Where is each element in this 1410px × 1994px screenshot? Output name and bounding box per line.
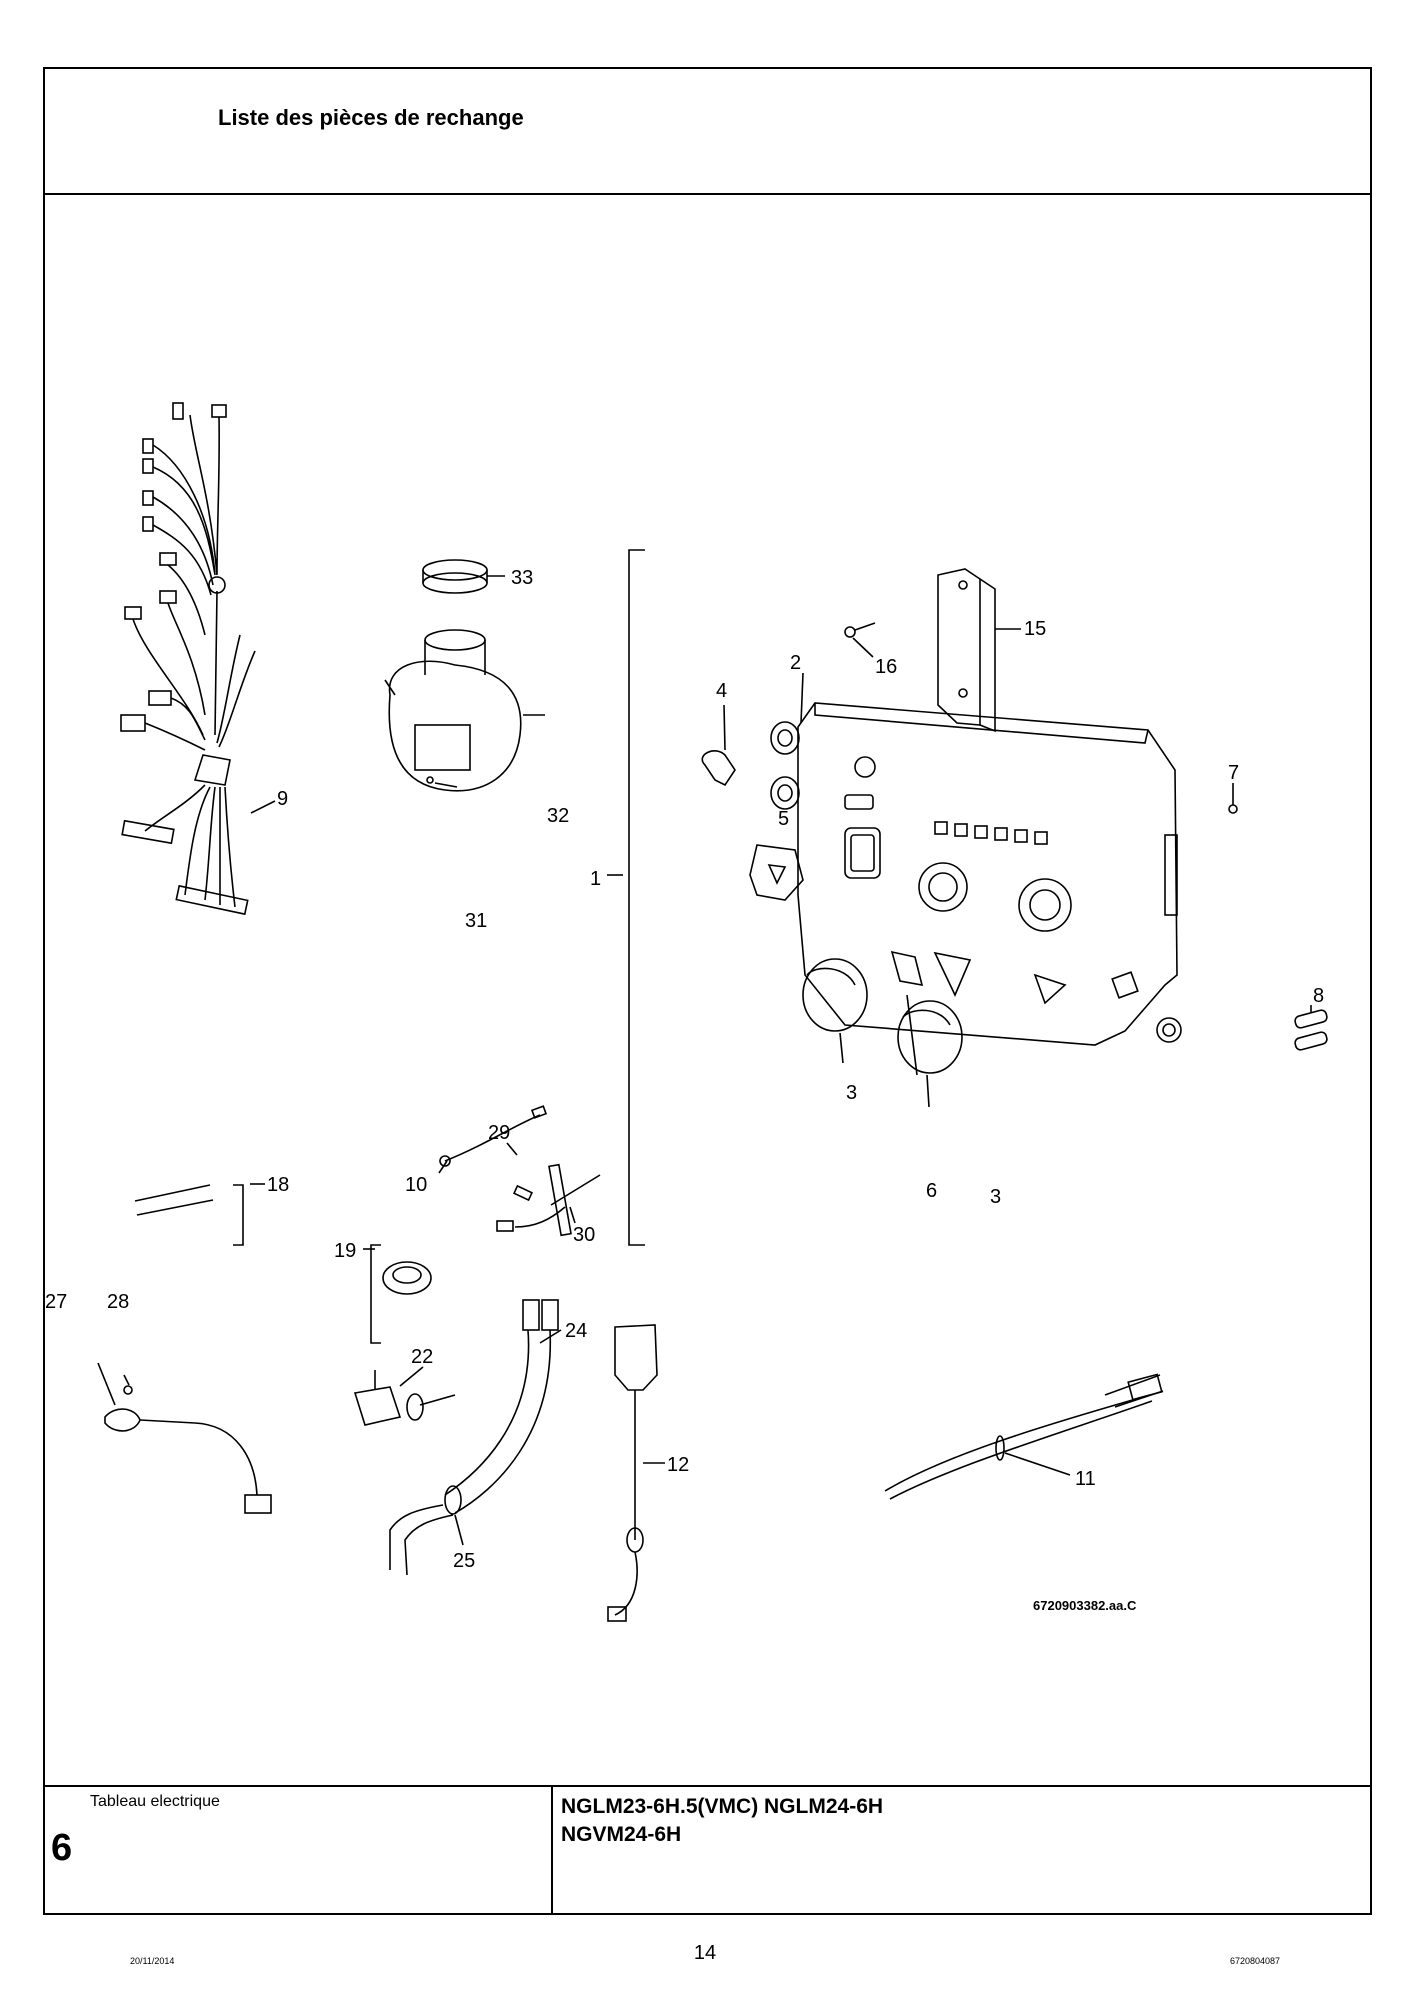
exploded-parts-drawing: 1 2 3 3 4 5 6 7 8 9 10 11 12 15 16 18 19… — [45, 195, 1370, 1785]
callout-label: 3 — [846, 1082, 857, 1104]
callout-label: 16 — [875, 656, 897, 678]
section-number: 6 — [51, 1827, 73, 1869]
wiring-harness — [120, 402, 276, 916]
callout-label: 9 — [277, 788, 288, 810]
callout-label: 30 — [573, 1224, 595, 1246]
section-name: Tableau electrique — [90, 1793, 220, 1810]
header: Liste des pièces de rechange — [45, 69, 1370, 195]
callout-label: 28 — [107, 1291, 129, 1313]
mounting-bracket — [844, 568, 1021, 733]
small-parts — [701, 672, 1328, 1051]
callout-label: 5 — [778, 808, 789, 830]
knobs — [802, 950, 963, 1074]
callout-label: 31 — [465, 910, 487, 932]
callout-label: 24 — [565, 1320, 587, 1342]
cables-and-sensors — [134, 1105, 601, 1344]
models-line-1: NGLM23-6H.5(VMC) NGLM24-6H — [561, 1795, 884, 1818]
callout-label: 18 — [267, 1174, 289, 1196]
section-cell: Tableau electrique 6 — [45, 1787, 553, 1913]
callout-labels: 1 2 3 3 4 5 6 7 8 9 10 11 12 15 16 18 19… — [45, 567, 1324, 1613]
control-unit — [797, 702, 1182, 1046]
callout-label: 3 — [990, 1186, 1001, 1208]
callout-label: 22 — [411, 1346, 433, 1368]
callout-label: 10 — [405, 1174, 427, 1196]
callout-label: 32 — [547, 805, 569, 827]
footer: Tableau electrique 6 NGLM23-6H.5(VMC) NG… — [45, 1785, 1370, 1913]
page-frame: Liste des pièces de rechange — [43, 67, 1372, 1915]
callout-label: 1 — [590, 868, 601, 890]
models-line-2: NGVM24-6H — [561, 1823, 682, 1846]
model-list: NGLM23-6H.5(VMC) NGLM24-6H NGVM24-6H — [561, 1793, 883, 1849]
callout-label: 29 — [488, 1122, 510, 1144]
callout-label: 11 — [1075, 1468, 1096, 1490]
lower-parts — [104, 1299, 1164, 1622]
callout-label: 6 — [926, 1180, 937, 1202]
callout-label: 33 — [511, 567, 533, 589]
drawing-canvas: 1 2 3 3 4 5 6 7 8 9 10 11 12 15 16 18 19… — [45, 402, 1328, 1622]
assembly-bracket — [628, 549, 645, 1246]
callout-label: 19 — [334, 1240, 356, 1262]
leader-lines — [97, 994, 1312, 1546]
callout-label: 15 — [1024, 618, 1046, 640]
callout-label: 12 — [667, 1454, 689, 1476]
callout-label: 4 — [716, 680, 727, 702]
print-date: 20/11/2014 — [130, 1956, 175, 1966]
callout-label: 2 — [790, 652, 801, 674]
callout-label: 8 — [1313, 985, 1324, 1007]
document-number: 6720804087 — [1230, 1956, 1281, 1966]
callout-label: 25 — [453, 1550, 475, 1572]
callout-label: 7 — [1228, 762, 1239, 784]
page-number: 14 — [693, 1942, 717, 1964]
fan-assembly — [384, 559, 545, 792]
page-title: Liste des pièces de rechange — [218, 105, 524, 130]
callout-label: 27 — [45, 1291, 67, 1313]
figure-reference: 6720903382.aa.C — [1033, 1598, 1137, 1613]
